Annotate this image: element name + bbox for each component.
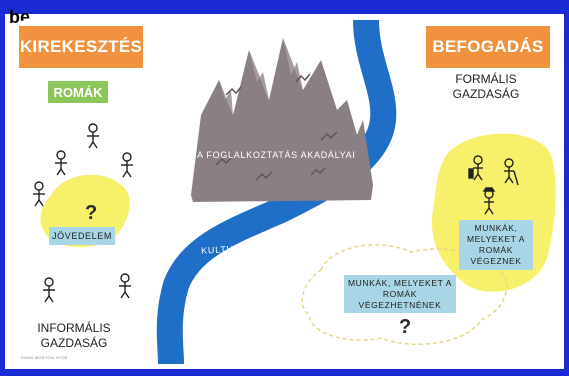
formal-economy-line1: FORMÁLIS [455,72,517,86]
jobs-done-line4: VÉGEZNEK [470,256,522,266]
jobs-possible-line3: VÉGEZHETNÉNEK [358,299,442,310]
image-credit: SANN MORTON HYDE [21,355,68,360]
formal-economy-label: FORMÁLIS GAZDASÁG [441,72,531,102]
jobs-roma-do-box: MUNKÁK, MELYEKET A ROMÁK VÉGEZNEK [459,220,533,270]
dashed-cloud-area [301,244,508,345]
jobs-done-line1: MUNKÁK, [474,223,518,233]
person-icon [87,123,99,149]
worker-figures [468,155,519,215]
jobs-roma-could-do-box: MUNKÁK, MELYEKET A ROMÁK VÉGEZHETNÉNEK [344,275,456,313]
exclusion-title: KIREKESZTÉS [19,26,143,68]
income-box: JÖVEDELEM [49,227,115,245]
person-icon [55,150,67,176]
jobs-done-line2: MELYEKET A [466,234,526,244]
informal-economy-line2: GAZDASÁG [40,336,108,350]
jobs-possible-line1: MUNKÁK, MELYEKET A [347,277,452,288]
worker-icon [504,158,519,186]
person-icon [119,273,131,299]
diagram-canvas: KIREKESZTÉS BEFOGADÁS ROMÁK FORMÁLIS GAZ… [11,20,558,364]
river [156,20,397,364]
worker-icon [482,187,496,215]
roma-person-figures [33,123,133,303]
jobs-possible-line2: ROMÁK [382,288,418,299]
employment-barriers-label: A FOGLALKOZTATÁS AKADÁLYAI [197,150,356,160]
person-icon [33,181,45,207]
jobs-question-mark: ? [399,316,412,338]
mountain-range [191,38,373,202]
informal-economy-line1: INFORMÁLIS [37,321,111,335]
income-question-mark: ? [85,202,98,224]
person-icon [121,152,133,178]
inclusion-title: BEFOGADÁS [426,26,550,68]
worker-icon [468,155,483,181]
jobs-done-line3: ROMÁK [478,245,514,255]
formal-economy-line2: GAZDASÁG [452,87,520,101]
person-icon [43,277,55,303]
informal-economy-label: INFORMÁLIS GAZDASÁG [29,321,119,351]
roma-group-label: ROMÁK [48,81,108,103]
